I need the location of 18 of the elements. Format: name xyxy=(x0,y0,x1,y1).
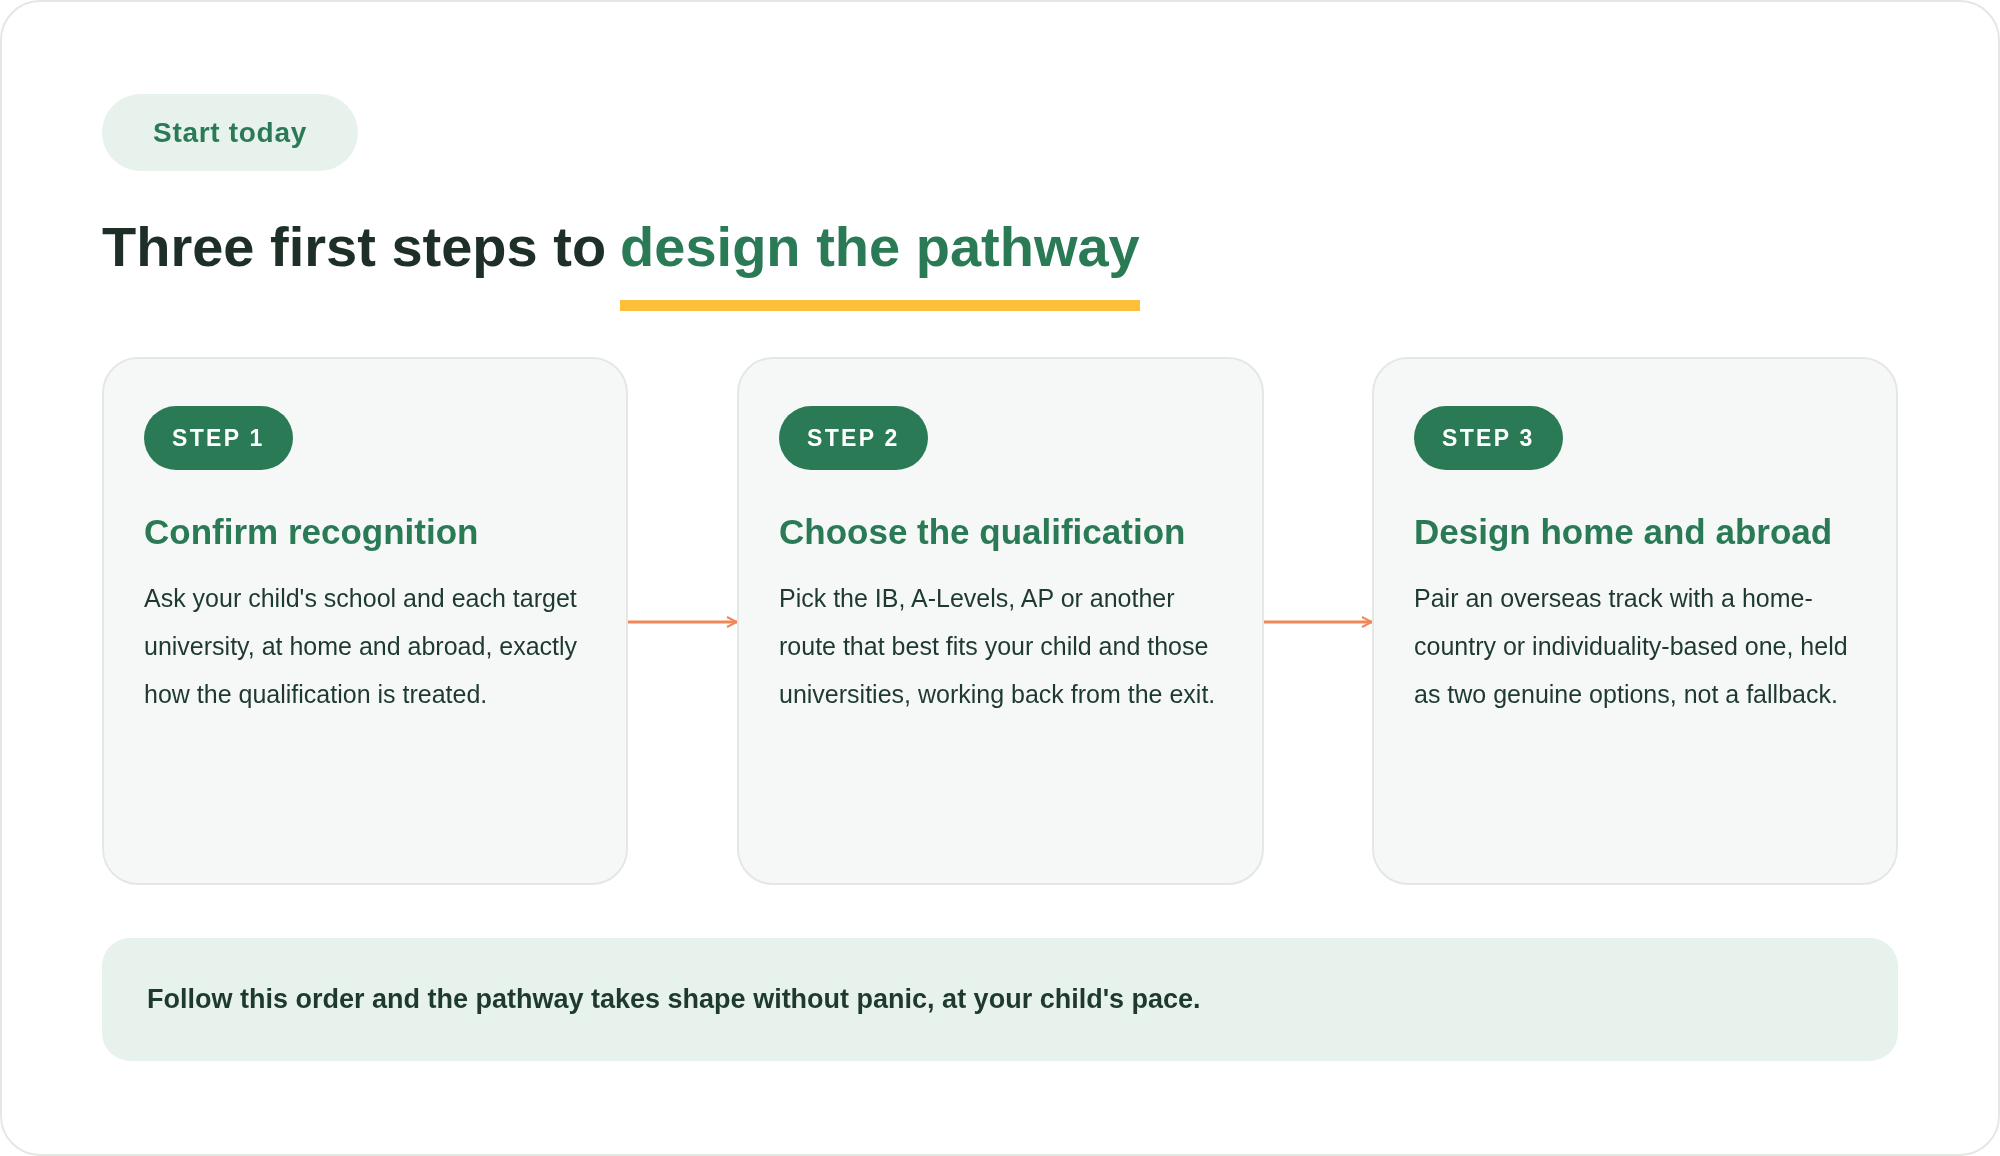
step-card xyxy=(1372,357,1898,885)
arrow xyxy=(628,616,738,628)
step-badge: STEP 2 xyxy=(779,406,928,470)
step-description: Ask your child's school and each target university, at home and abroad, exactly how the qualification is treated. xyxy=(144,583,579,710)
step-heading: Choose the qualification xyxy=(779,511,1186,553)
step-badge: STEP 3 xyxy=(1414,406,1563,470)
step-badge: STEP 1 xyxy=(144,406,293,470)
summary-text: Follow this order and the pathway takes shape without panic, at your child's pace. xyxy=(147,983,1201,1017)
step-description: Pick the IB, A-Levels, AP or another route that best fits your child and those universities, working back from the exit. xyxy=(779,583,1217,710)
step-heading: Design home and abroad xyxy=(1414,511,1833,553)
title-text: Three first steps to xyxy=(102,214,607,280)
tag-pill: Start today xyxy=(102,94,358,171)
step-heading: Confirm recognition xyxy=(144,511,479,553)
step-card xyxy=(737,357,1264,885)
step-description: Pair an overseas track with a home-country or individuality-based one, held as two genuine options, not a fallback. xyxy=(1414,583,1849,710)
step-card xyxy=(102,357,628,885)
title-highlight: design the pathway xyxy=(620,212,1140,311)
arrow xyxy=(1264,616,1373,628)
